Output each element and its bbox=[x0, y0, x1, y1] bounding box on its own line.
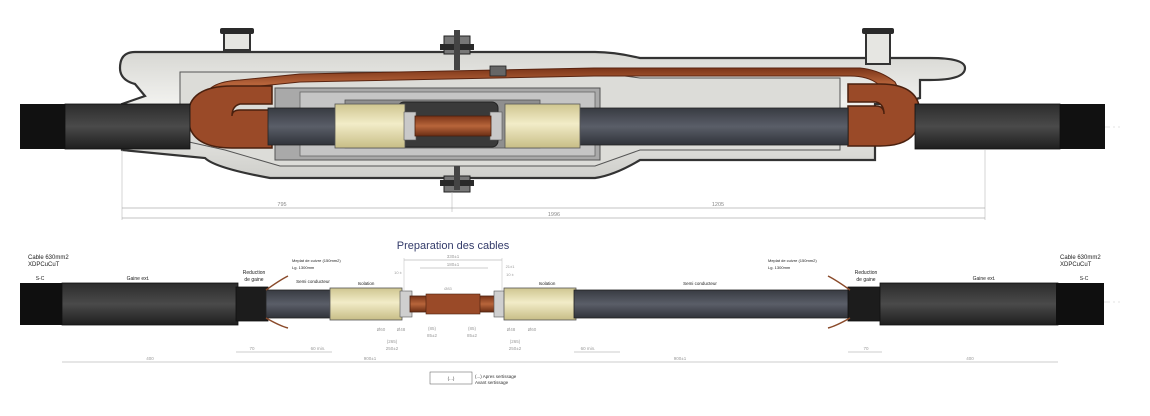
dim-left-bottom-semi: 60 min. bbox=[311, 346, 326, 351]
left-insulation bbox=[329, 287, 403, 321]
flange-bottom bbox=[440, 166, 474, 193]
conductor-ferrule-top bbox=[414, 115, 492, 137]
dim-top-right: 1205 bbox=[712, 202, 724, 208]
copper-cap-right bbox=[847, 83, 921, 147]
dim-right-bottom-sheath: 70 bbox=[863, 346, 869, 351]
dim-top-overall: 330±1 bbox=[447, 254, 460, 259]
left-copper-label-1: Meplat de cuivre (150mm2) bbox=[292, 258, 341, 263]
dim-right-bottom-small: 400 bbox=[966, 356, 974, 361]
left-iso-label: Isolation bbox=[358, 281, 375, 286]
dim-paren-right-b: (265) bbox=[510, 339, 521, 344]
right-iso-label: Isolation bbox=[539, 281, 556, 286]
right-reduction-label-2: de gaine bbox=[856, 277, 875, 283]
cable-left-jacket bbox=[20, 104, 70, 149]
legend-before: Avant sertissage bbox=[475, 380, 509, 385]
dim-d-iso-left: Ø60 bbox=[377, 327, 386, 332]
left-reduction-label-1: Reduction bbox=[243, 270, 266, 276]
dim-paren-left-b: (85) bbox=[428, 326, 437, 331]
dim-left-small: 10 ± bbox=[394, 270, 403, 275]
left-end-label: S-C bbox=[36, 276, 45, 282]
left-cable-title-1: Cable 630mm2 bbox=[28, 255, 69, 261]
right-reduction-label-1: Reduction bbox=[855, 270, 878, 276]
right-cable-end bbox=[1056, 283, 1104, 325]
right-insulation bbox=[503, 287, 577, 321]
insulation-left-top bbox=[334, 103, 406, 149]
right-outer-sheath bbox=[879, 282, 1059, 326]
top-joint-view: 795 1205 1996 bbox=[20, 28, 1120, 220]
dim-left-stack-b: 85±2 bbox=[427, 333, 437, 338]
dim-right-stack: 85±2 bbox=[467, 333, 477, 338]
left-reduction-label-2: de gaine bbox=[244, 277, 263, 283]
dim-paren-right: (85) bbox=[468, 326, 477, 331]
legend-symbol: (...) bbox=[448, 376, 455, 381]
left-copper-label-2: Lg. 1300mm bbox=[292, 265, 315, 270]
dim-left-stack: 250±2 bbox=[386, 346, 399, 351]
dim-left-bottom-mid: 900±1 bbox=[364, 356, 377, 361]
left-semi-label: Semi conducteur bbox=[296, 279, 330, 284]
dim-top-total: 1996 bbox=[548, 212, 560, 218]
dim-top-inner: 180±1 bbox=[447, 262, 460, 267]
dim-right-small-a: 21±1 bbox=[506, 264, 516, 269]
dim-d-iso-right: Ø48 bbox=[507, 327, 516, 332]
copper-cap-left bbox=[187, 85, 273, 149]
right-semi-label: Semi conducteur bbox=[683, 281, 717, 286]
left-sheath-label: Gaine ext. bbox=[127, 276, 150, 282]
left-cable-title-2: XDPCuCuT bbox=[28, 262, 60, 268]
preparation-title: Preparation des cables bbox=[397, 240, 510, 252]
dim-left-bottom-small: 400 bbox=[146, 356, 154, 361]
right-sheath-reduction bbox=[847, 286, 883, 322]
cable-right-jacket bbox=[1055, 104, 1105, 149]
dim-d-cond-left: Ø48 bbox=[397, 327, 406, 332]
left-semi-conductor bbox=[265, 289, 333, 319]
right-sheath-label: Gaine ext. bbox=[973, 276, 996, 282]
dim-left-bottom-sheath: 70 bbox=[249, 346, 255, 351]
right-semi-conductor bbox=[573, 289, 851, 319]
left-outer-sheath bbox=[61, 282, 239, 326]
dim-right-bottom-semi: 60 min. bbox=[581, 346, 596, 351]
right-copper-label-1: Meplat de cuivre (150mm2) bbox=[768, 258, 817, 263]
cable-preparation-view: Preparation des cables Cable 630mm2 XDPC… bbox=[20, 240, 1120, 385]
right-end-label: S-C bbox=[1080, 276, 1089, 282]
vent-port-right bbox=[862, 28, 894, 65]
left-cable-end bbox=[20, 283, 64, 325]
dim-right-small-b: 10 ± bbox=[506, 272, 515, 277]
right-copper-label-2: Lg. 1300mm bbox=[768, 265, 791, 270]
dim-paren-left: (265) bbox=[387, 339, 398, 344]
dim-conductor-vertical: Ø83 bbox=[444, 286, 452, 291]
dim-right-bottom-mid: 900±1 bbox=[674, 356, 687, 361]
right-cable-title-2: XDPCuCuT bbox=[1060, 262, 1092, 268]
dim-d-cond-right: Ø60 bbox=[528, 327, 537, 332]
right-cable-title-1: Cable 630mm2 bbox=[1060, 255, 1101, 261]
legend-after: (...) Apres sertissage bbox=[475, 374, 517, 379]
dim-top-left: 795 bbox=[277, 202, 286, 208]
left-sheath-reduction bbox=[235, 286, 269, 322]
insulation-right-top bbox=[504, 103, 581, 149]
flange-top bbox=[440, 30, 507, 77]
vent-port-left bbox=[220, 28, 254, 51]
dim-right-stack-b: 250±2 bbox=[509, 346, 522, 351]
